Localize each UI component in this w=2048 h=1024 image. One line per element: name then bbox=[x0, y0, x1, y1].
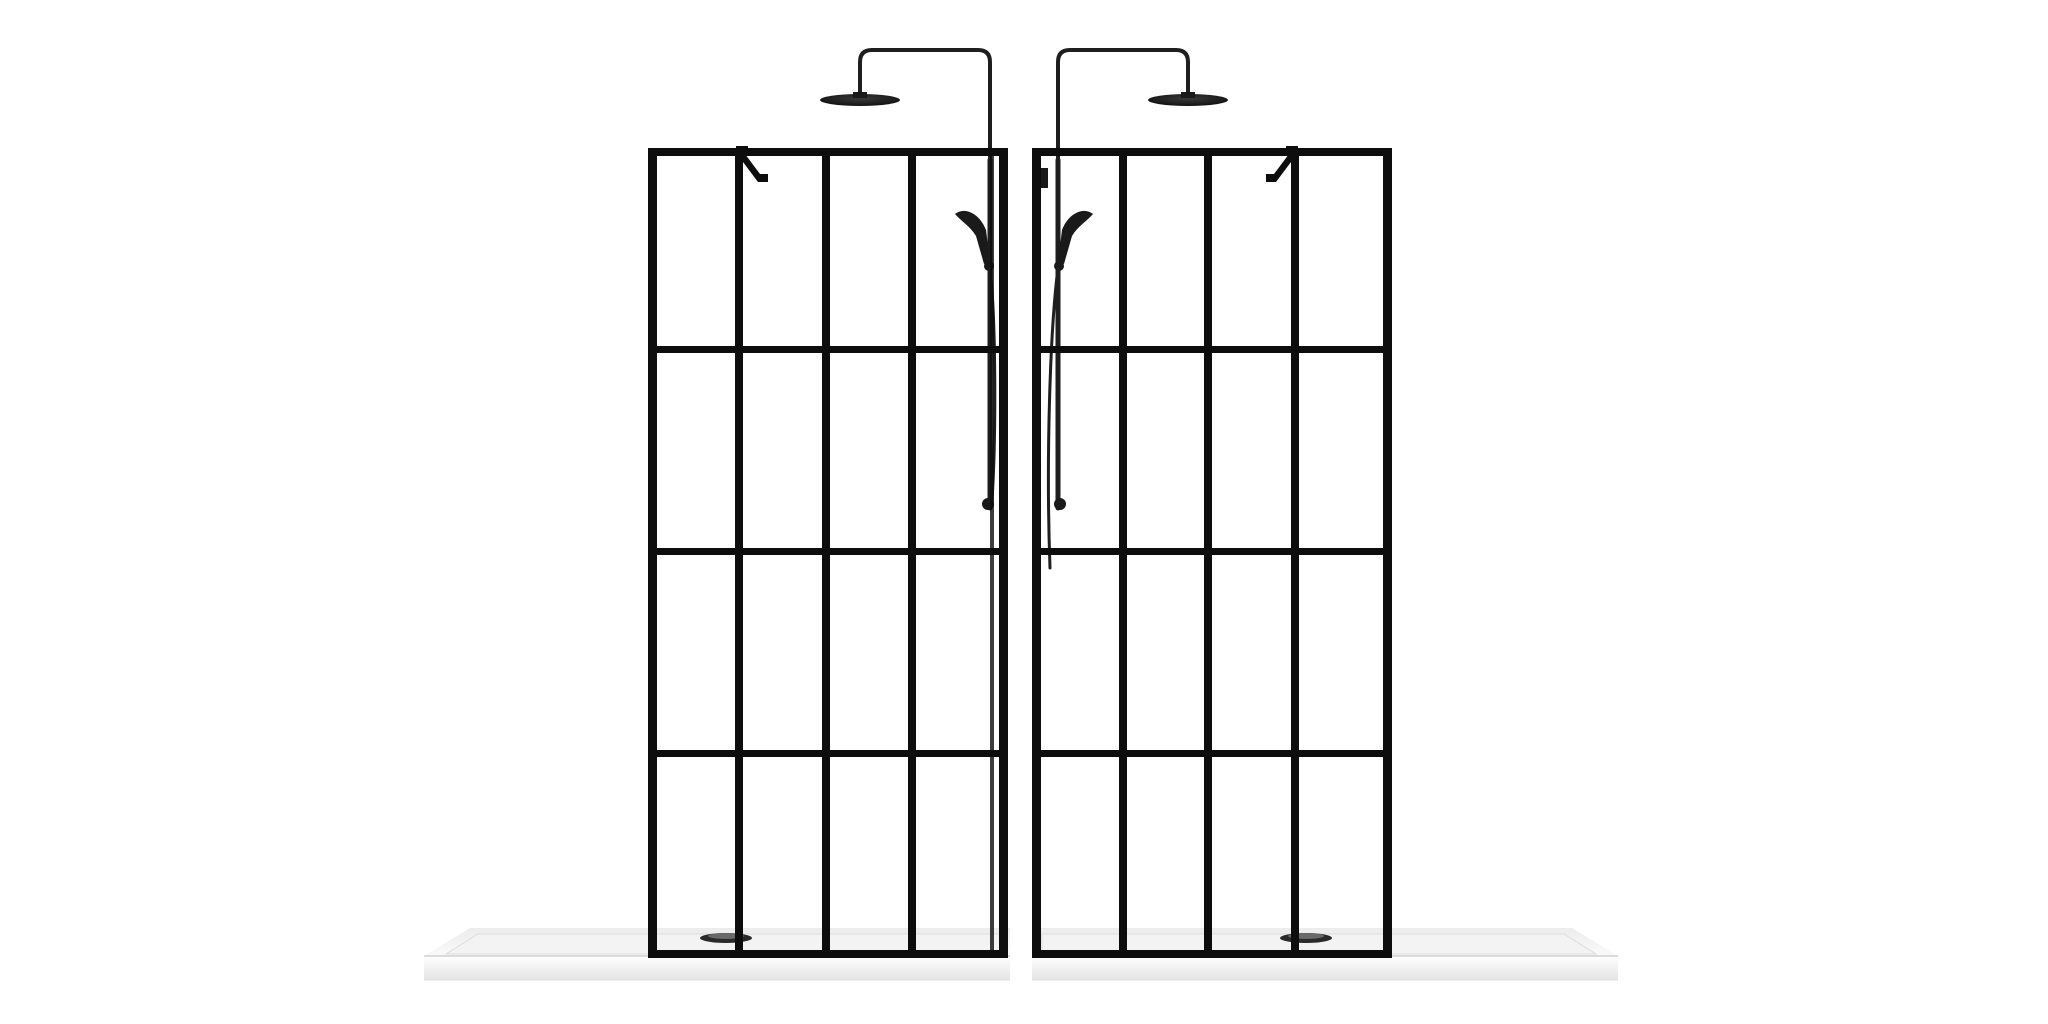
right-grid-frame bbox=[1032, 148, 1392, 958]
left-shower-tray bbox=[424, 928, 1010, 981]
left-hand-shower-icon bbox=[955, 157, 997, 511]
left-rain-shower-icon bbox=[820, 48, 992, 502]
left-grid-frame bbox=[648, 148, 1008, 958]
right-shower-unit bbox=[1032, 48, 1618, 981]
right-rain-shower-icon bbox=[1056, 48, 1228, 502]
right-shower-tray bbox=[1032, 928, 1618, 981]
left-shower-unit bbox=[424, 48, 1010, 981]
right-hand-shower-icon bbox=[1040, 157, 1093, 570]
